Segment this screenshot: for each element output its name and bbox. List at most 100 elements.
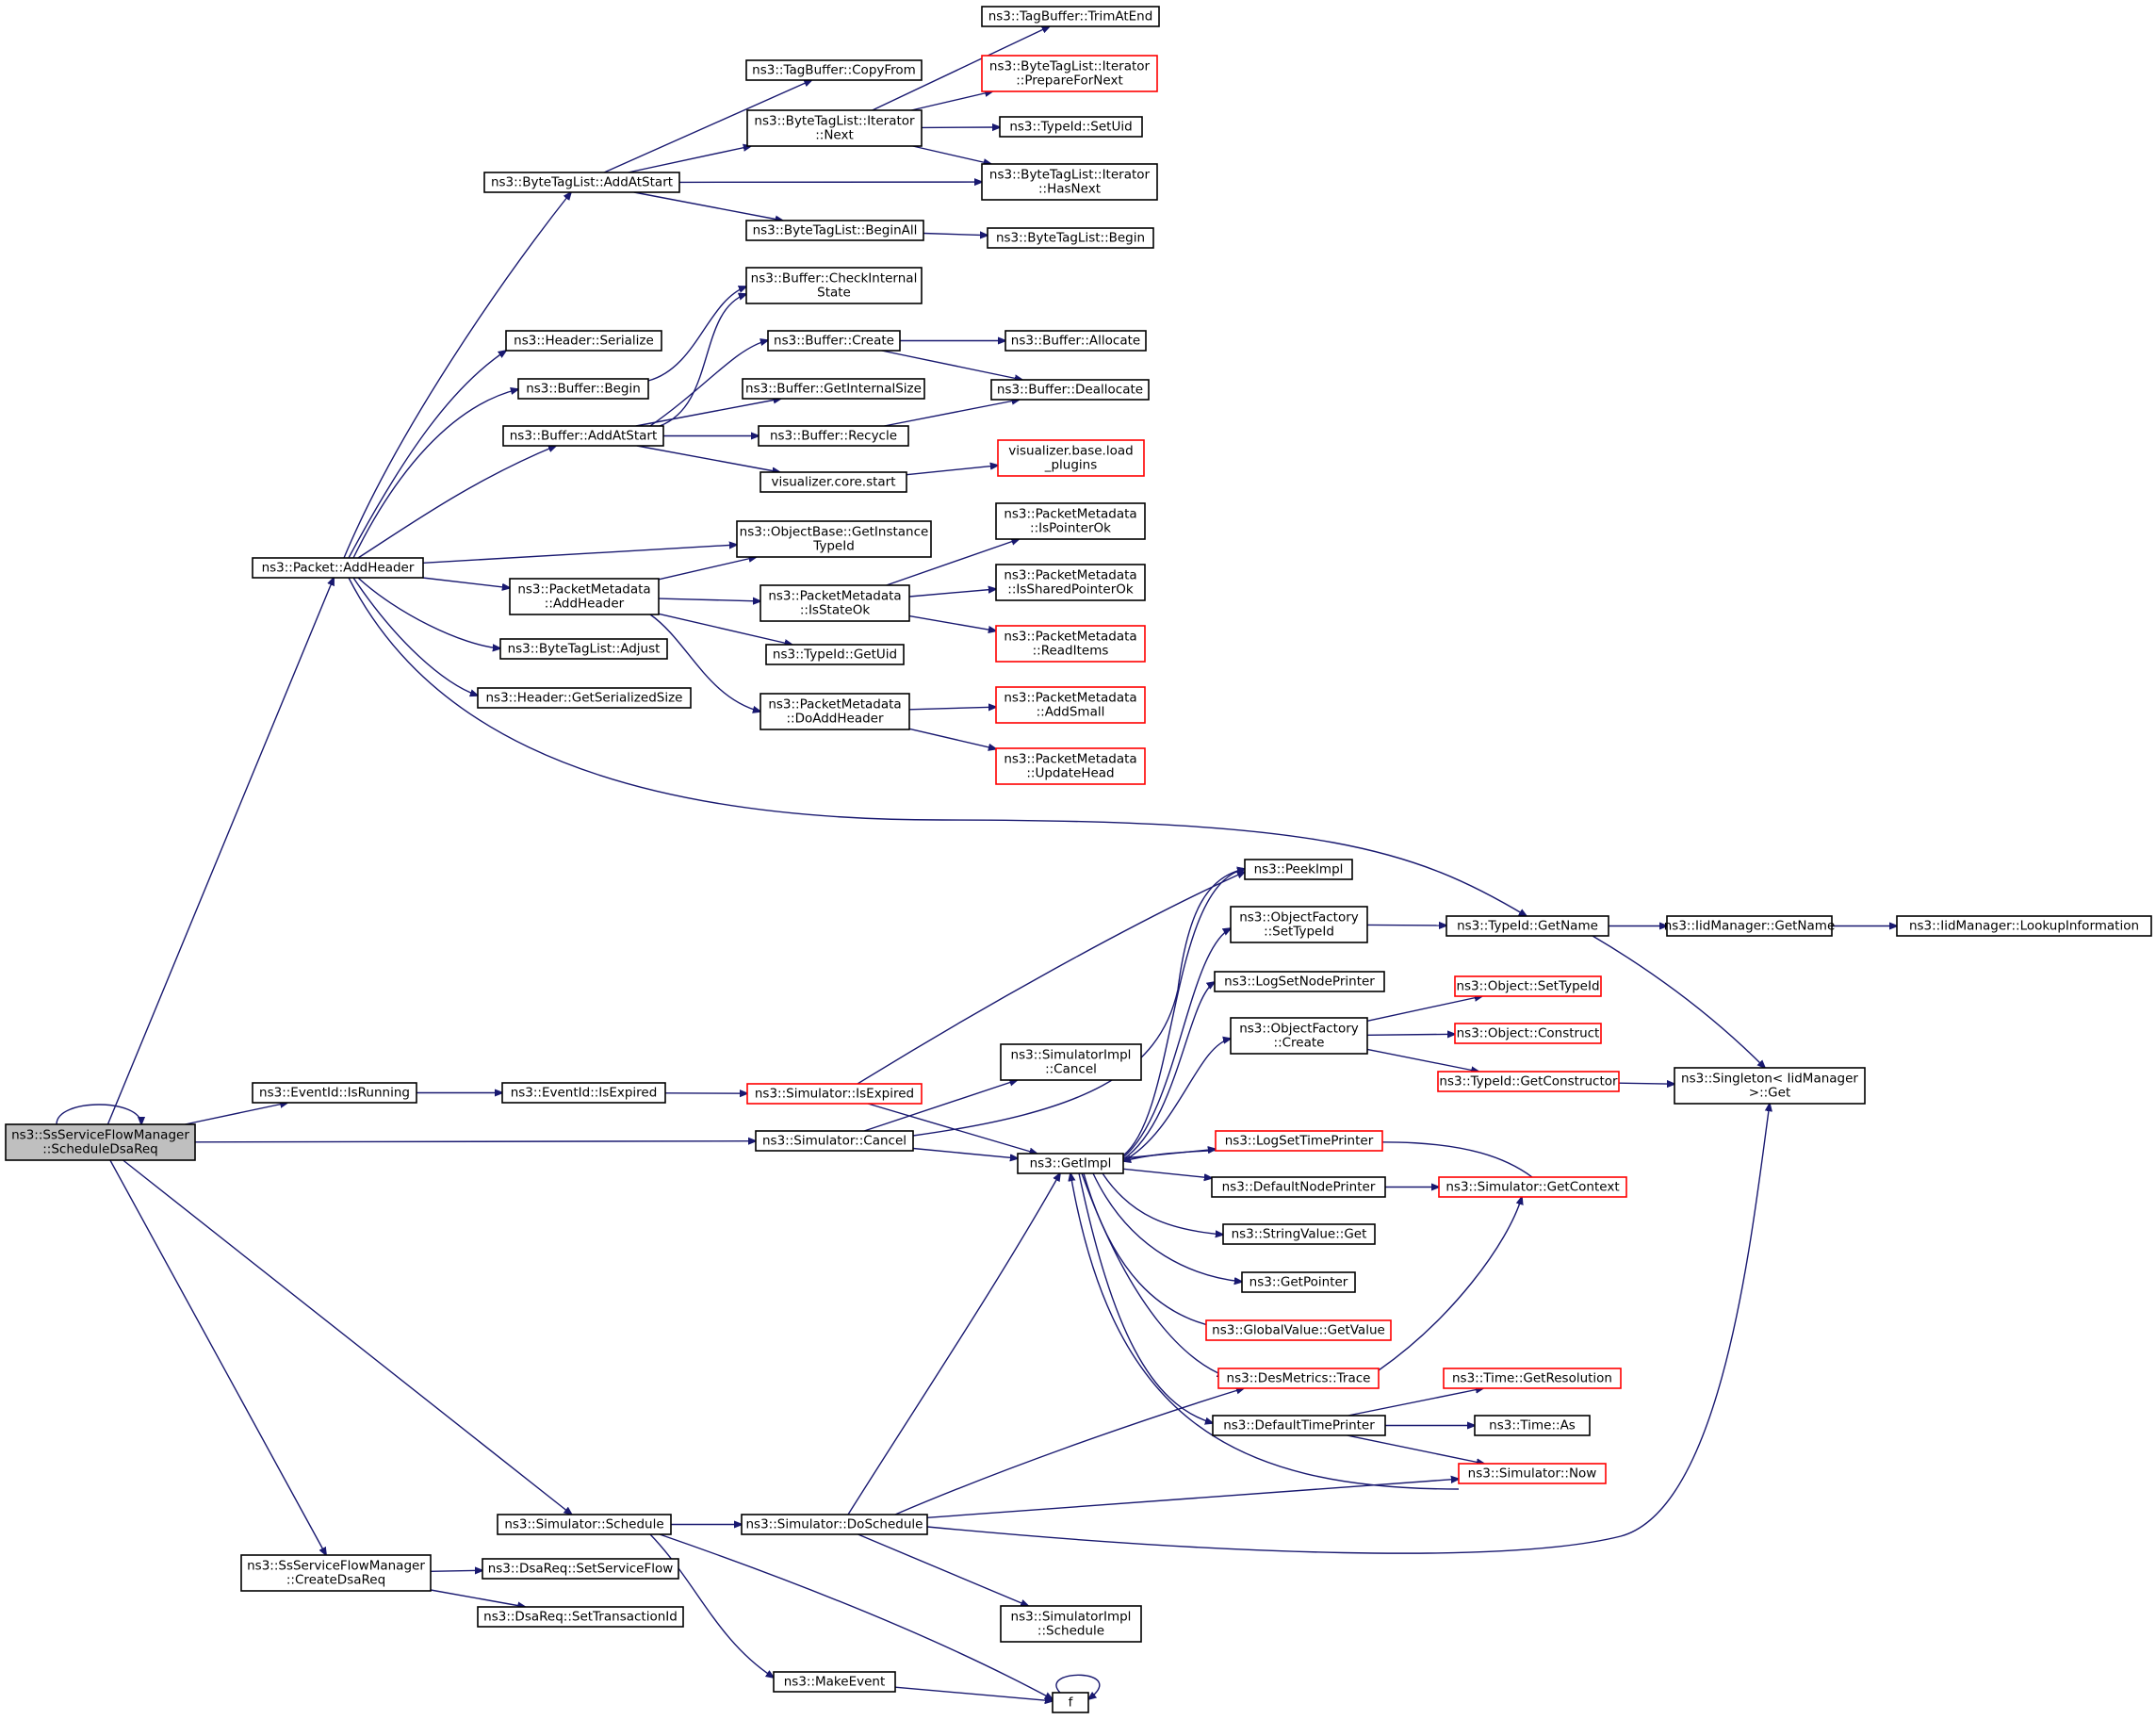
node-hdr-serialize[interactable]: ns3::Header::Serialize: [505, 330, 662, 352]
node-label: ns3::ByteTagList::Adjust: [508, 642, 661, 657]
node-singleton-get[interactable]: ns3::Singleton< IidManager>::Get: [1674, 1067, 1866, 1105]
node-sim-doschedule[interactable]: ns3::Simulator::DoSchedule: [741, 1514, 928, 1535]
edge-sim_doschedule-to-desmetrics_trace: [894, 1388, 1244, 1515]
node-box: [1244, 859, 1353, 880]
node-ssf-createdsareq[interactable]: ns3::SsServiceFlowManager::CreateDsaReq: [240, 1554, 432, 1592]
node-typeid-getname[interactable]: ns3::TypeId::GetName: [1446, 915, 1609, 937]
node-buf-recycle[interactable]: ns3::Buffer::Recycle: [758, 425, 909, 447]
node-sim-getcontext[interactable]: ns3::Simulator::GetContext: [1438, 1176, 1627, 1198]
node-pm-ispointerok[interactable]: ns3::PacketMetadata::IsPointerOk: [995, 502, 1146, 540]
node-box: [1205, 1319, 1392, 1341]
node-simimpl-cancel[interactable]: ns3::SimulatorImpl::Cancel: [1000, 1043, 1142, 1081]
node-label: ns3::ByteTagList::Iterator: [989, 168, 1151, 183]
node-logsetnodeprinter[interactable]: ns3::LogSetNodePrinter: [1214, 971, 1385, 992]
edge-makeevent-to-f: [894, 1686, 1053, 1701]
edge-sim_now-to-getimpl: [1070, 1173, 1460, 1490]
node-stringvalue-get[interactable]: ns3::StringValue::Get: [1222, 1223, 1376, 1245]
node-tb-copyfrom[interactable]: ns3::TagBuffer::CopyFrom: [745, 59, 923, 81]
node-btl-it-next[interactable]: ns3::ByteTagList::Iterator::Next: [746, 109, 923, 147]
node-pkt-addheader[interactable]: ns3::Packet::AddHeader: [252, 557, 424, 579]
node-label: ns3::TypeId::SetUid: [1009, 120, 1132, 135]
node-btl-it-preparefornext[interactable]: ns3::ByteTagList::Iterator::PrepareForNe…: [981, 55, 1158, 92]
node-eventid-isrunning[interactable]: ns3::EventId::IsRunning: [252, 1082, 417, 1104]
node-typeid-getuid[interactable]: ns3::TypeId::GetUid: [765, 644, 905, 665]
node-box: [517, 378, 649, 400]
node-box: [765, 644, 905, 665]
node-getpointer[interactable]: ns3::GetPointer: [1241, 1271, 1356, 1293]
node-pm-addsmall[interactable]: ns3::PacketMetadata::AddSmall: [995, 686, 1146, 724]
node-pm-isstateok[interactable]: ns3::PacketMetadata::IsStateOk: [760, 584, 910, 622]
node-of-settypeid[interactable]: ns3::ObjectFactory::SetTypeId: [1230, 906, 1368, 943]
node-root[interactable]: ns3::SsServiceFlowManager::ScheduleDsaRe…: [5, 1123, 196, 1161]
node-iidmanager-lookupinfo[interactable]: ns3::IidManager::LookupInformation: [1896, 915, 2152, 937]
node-buf-allocate[interactable]: ns3::Buffer::Allocate: [1004, 330, 1147, 352]
node-globalvalue-getvalue[interactable]: ns3::GlobalValue::GetValue: [1205, 1319, 1392, 1341]
edge-defaulttimeprinter-to-sim_now: [1347, 1434, 1485, 1464]
node-btl-addatstart[interactable]: ns3::ByteTagList::AddAtStart: [483, 172, 680, 193]
node-buf-deallocate[interactable]: ns3::Buffer::Deallocate: [990, 379, 1150, 401]
node-f[interactable]: f: [1052, 1692, 1089, 1713]
node-pm-issharedpointerok[interactable]: ns3::PacketMetadata::IsSharedPointerOk: [995, 564, 1146, 601]
node-buf-begin[interactable]: ns3::Buffer::Begin: [517, 378, 649, 400]
node-label: ns3::EventId::IsRunning: [259, 1086, 410, 1101]
node-makeevent[interactable]: ns3::MakeEvent: [773, 1671, 896, 1693]
node-label: ns3::Object::Construct: [1457, 1026, 1600, 1041]
node-viz-core-start[interactable]: visualizer.core.start: [760, 471, 907, 493]
node-box: [1443, 1368, 1622, 1389]
node-iidmanager-getname[interactable]: ns3::IidManager::GetName: [1664, 915, 1836, 937]
node-viz-base-loadplugins[interactable]: visualizer.base.load_plugins: [997, 439, 1145, 477]
edge-pm_isstateok-to-pm_ispointerok: [886, 539, 1020, 586]
node-simimpl-schedule[interactable]: ns3::SimulatorImpl::Schedule: [1000, 1605, 1142, 1643]
node-btl-it-hasnext[interactable]: ns3::ByteTagList::Iterator::HasNext: [981, 163, 1158, 201]
node-box: [1211, 1176, 1386, 1198]
edge-root-to-eventid_isrunning: [185, 1103, 287, 1125]
node-btl-begin[interactable]: ns3::ByteTagList::Begin: [987, 227, 1154, 249]
node-box: [767, 330, 901, 352]
node-time-getresolution[interactable]: ns3::Time::GetResolution: [1443, 1368, 1622, 1389]
node-btl-adjust[interactable]: ns3::ByteTagList::Adjust: [499, 638, 668, 660]
node-pm-readitems[interactable]: ns3::PacketMetadata::ReadItems: [995, 625, 1146, 663]
node-box: [1052, 1692, 1089, 1713]
node-hdr-getserializedsize[interactable]: ns3::Header::GetSerializedSize: [477, 687, 692, 709]
node-logsettimeprinter[interactable]: ns3::LogSetTimePrinter: [1215, 1130, 1383, 1152]
node-dsareq-settransactionid[interactable]: ns3::DsaReq::SetTransactionId: [477, 1606, 684, 1628]
node-buf-addatstart[interactable]: ns3::Buffer::AddAtStart: [502, 425, 664, 447]
node-pm-addheader[interactable]: ns3::PacketMetadata::AddHeader: [509, 578, 660, 615]
node-label: ::Schedule: [1037, 1624, 1104, 1639]
node-defaulttimeprinter[interactable]: ns3::DefaultTimePrinter: [1212, 1415, 1386, 1436]
node-object-settypeid[interactable]: ns3::Object::SetTypeId: [1454, 975, 1602, 997]
node-of-create[interactable]: ns3::ObjectFactory::Create: [1230, 1017, 1368, 1055]
node-label: ns3::PacketMetadata: [1004, 630, 1136, 645]
node-pm-updatehead[interactable]: ns3::PacketMetadata::UpdateHead: [995, 747, 1146, 785]
node-sim-schedule[interactable]: ns3::Simulator::Schedule: [497, 1514, 672, 1535]
edge-root-to-ssf_createdsareq: [109, 1159, 326, 1555]
node-tb-trimatend[interactable]: ns3::TagBuffer::TrimAtEnd: [981, 6, 1160, 27]
node-buf-create[interactable]: ns3::Buffer::Create: [767, 330, 901, 352]
node-sim-isexpired[interactable]: ns3::Simulator::IsExpired: [746, 1083, 923, 1105]
node-buf-getinternalsize[interactable]: ns3::Buffer::GetInternalSize: [742, 378, 925, 400]
node-box: [505, 330, 662, 352]
node-sim-cancel[interactable]: ns3::Simulator::Cancel: [755, 1130, 914, 1152]
node-pm-doaddheader[interactable]: ns3::PacketMetadata::DoAddHeader: [760, 693, 910, 730]
node-typeid-setuid[interactable]: ns3::TypeId::SetUid: [999, 116, 1143, 138]
node-sim-now[interactable]: ns3::Simulator::Now: [1458, 1463, 1607, 1484]
node-time-as[interactable]: ns3::Time::As: [1474, 1415, 1591, 1436]
node-getimpl[interactable]: ns3::GetImpl: [1017, 1153, 1124, 1174]
node-dsareq-setserviceflow[interactable]: ns3::DsaReq::SetServiceFlow: [482, 1558, 679, 1580]
edge-pkt_addheader-to-hdr_getserializedsize: [352, 577, 478, 696]
node-eventid-isexpired[interactable]: ns3::EventId::IsExpired: [501, 1082, 666, 1104]
node-desmetrics-trace[interactable]: ns3::DesMetrics::Trace: [1217, 1368, 1380, 1389]
node-defaultnodeprinter[interactable]: ns3::DefaultNodePrinter: [1211, 1176, 1386, 1198]
node-label: ns3::TypeId::GetUid: [773, 647, 897, 663]
node-typeid-getconstructor[interactable]: ns3::TypeId::GetConstructor: [1437, 1071, 1620, 1092]
node-label: ns3::Buffer::AddAtStart: [510, 429, 658, 444]
edge-defaulttimeprinter-to-time_getresolution: [1348, 1388, 1484, 1417]
edge-pm_addheader-to-typeid_getuid: [658, 613, 792, 645]
node-btl-beginall[interactable]: ns3::ByteTagList::BeginAll: [745, 220, 924, 241]
node-peekimpl[interactable]: ns3::PeekImpl: [1244, 859, 1353, 880]
node-label: ns3::TypeId::GetName: [1457, 919, 1598, 934]
node-object-construct[interactable]: ns3::Object::Construct: [1454, 1023, 1602, 1044]
